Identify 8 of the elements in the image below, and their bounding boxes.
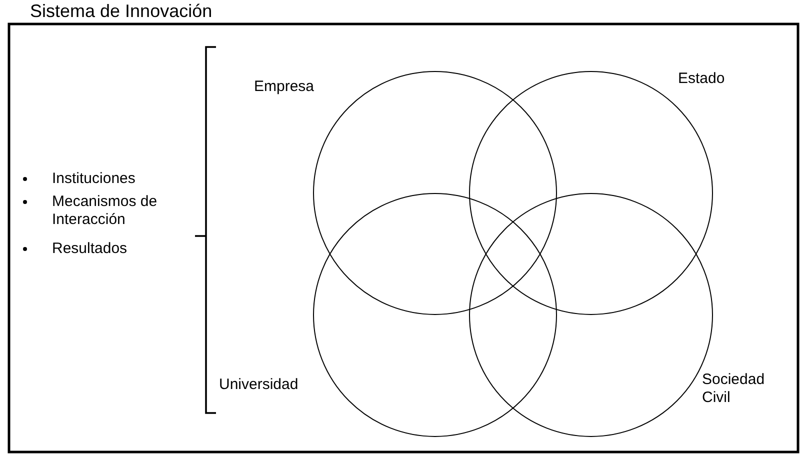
list-item: Instituciones [52, 170, 136, 188]
circle-label: Universidad [219, 376, 300, 394]
list-item: Resultados [52, 240, 128, 258]
circle-label: Sociedad Civil [702, 371, 766, 407]
title: Sistema de Innovación [30, 1, 212, 21]
circle-label: Estado [678, 70, 726, 88]
circle-label: Empresa [254, 78, 316, 96]
list-item: Mecanismos de Interacción [52, 193, 158, 229]
